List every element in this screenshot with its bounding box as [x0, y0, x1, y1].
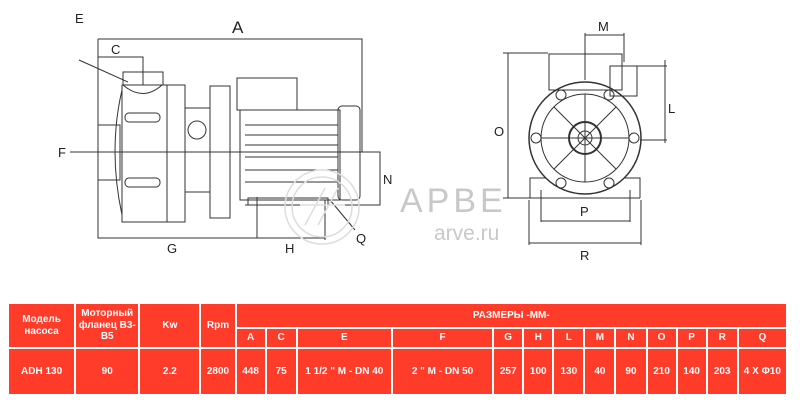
label-m: M: [598, 19, 609, 34]
dimension-line-l: [636, 60, 667, 143]
watermark-brand: АРВЕ: [400, 182, 507, 220]
casing-ribs: [541, 94, 629, 182]
dimension-line-p: [540, 190, 631, 222]
header-dim-q: Q: [736, 327, 789, 349]
pump-dimension-drawing: АРВЕ arve.ru A E C F N Q G H M L O P R: [58, 11, 675, 263]
header-model: Модель насоса: [6, 302, 77, 349]
label-n: N: [383, 172, 392, 187]
volute: [121, 84, 168, 223]
rib: [124, 112, 161, 123]
spec-table: Модель насоса Моторный фланец B3-B5 Kw R…: [6, 302, 789, 396]
header-dim-a: A: [234, 327, 267, 349]
watermark-url: arve.ru: [434, 222, 499, 245]
label-c: C: [111, 42, 120, 57]
fan-cover: [337, 105, 361, 201]
motor-foot: [247, 197, 329, 206]
dimension-line-m: [584, 33, 625, 80]
feet: [529, 177, 641, 199]
header-dim-r: R: [705, 327, 739, 349]
header-kw: Kw: [138, 302, 202, 349]
cell-dim-a: 448: [234, 347, 267, 396]
cell-dim-p: 140: [675, 347, 708, 396]
label-l: L: [668, 101, 675, 116]
label-e: E: [75, 11, 84, 26]
cell-dim-l: 130: [552, 347, 586, 396]
label-o: O: [494, 124, 504, 139]
front-view: [503, 33, 667, 245]
cell-flange: 90: [74, 347, 141, 396]
header-dim-g: G: [492, 327, 525, 349]
header-dim-l: L: [552, 327, 586, 349]
cell-dim-n: 90: [614, 347, 648, 396]
rib: [124, 177, 161, 188]
header-dim-o: O: [645, 327, 678, 349]
header-dim-n: N: [614, 327, 648, 349]
cell-model: ADH 130: [6, 347, 77, 396]
label-r: R: [580, 248, 589, 263]
header-dim-c: C: [264, 327, 298, 349]
terminal-box: [236, 77, 298, 111]
dimension-lines-a-c-e: [78, 38, 363, 239]
label-a: A: [232, 18, 244, 37]
header-flange: Моторный фланец B3-B5: [74, 302, 141, 349]
cell-dim-g: 257: [492, 347, 525, 396]
header-rpm: Rpm: [199, 302, 237, 349]
header-dim-e: E: [295, 327, 393, 349]
dimension-lines-g-h-q: [256, 197, 356, 240]
header-dim-p: P: [675, 327, 708, 349]
label-p: P: [580, 204, 589, 219]
cell-kw: 2.2: [138, 347, 202, 396]
cell-dim-e: 1 1/2 " M - DN 40: [295, 347, 393, 396]
discharge-flange: [122, 71, 164, 86]
cell-dim-q: 4 X Φ10: [736, 347, 789, 396]
drain-plug: [187, 120, 207, 140]
label-h: H: [285, 241, 294, 256]
header-dim-h: H: [522, 327, 555, 349]
discharge-port: [121, 84, 164, 94]
cell-dim-f: 2 " M - DN 50: [390, 347, 495, 396]
side-view: [70, 38, 381, 240]
cell-dim-r: 203: [705, 347, 739, 396]
cell-rpm: 2800: [199, 347, 237, 396]
logo-watermark: [284, 169, 360, 245]
header-dim-f: F: [390, 327, 495, 349]
motor-fins: [245, 124, 338, 183]
terminal-box-front: [609, 65, 638, 97]
motor-flange: [209, 85, 231, 219]
label-q: Q: [356, 231, 366, 246]
motor-top: [548, 53, 623, 91]
label-g: G: [167, 241, 177, 256]
header-dim-m: M: [583, 327, 617, 349]
cell-dim-o: 210: [645, 347, 678, 396]
dimension-line-r: [528, 200, 642, 245]
suction-port: [97, 124, 121, 181]
pump-flange: [166, 84, 186, 223]
motor-body: [239, 109, 341, 201]
dimension-line-o: [503, 52, 548, 199]
label-f: F: [58, 145, 66, 160]
volute-cover: [114, 89, 123, 216]
cell-dim-h: 100: [522, 347, 555, 396]
cell-dim-c: 75: [264, 347, 298, 396]
pump-casing: [528, 81, 642, 195]
header-dimensions: РАЗМЕРЫ -ММ-: [234, 302, 789, 329]
cell-dim-m: 40: [583, 347, 617, 396]
